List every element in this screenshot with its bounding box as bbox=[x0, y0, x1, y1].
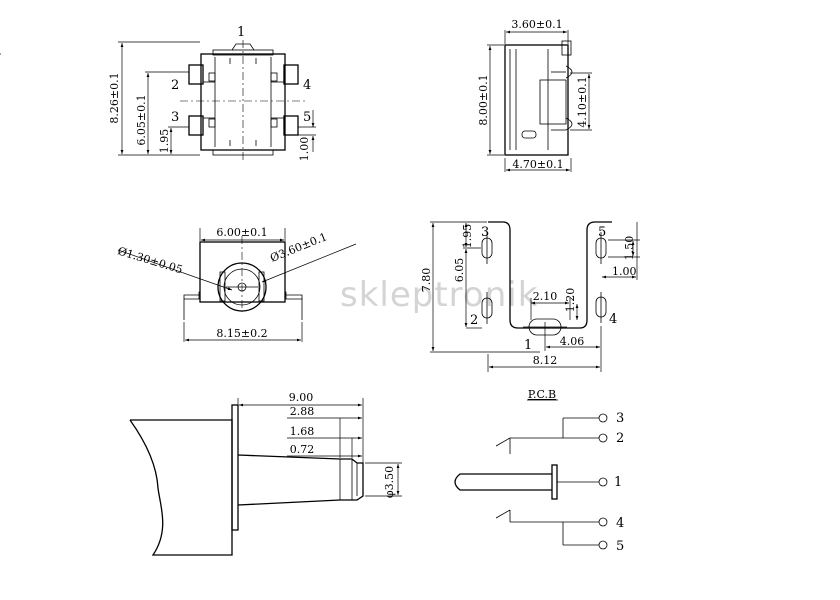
pcb-top-offset-dimension: 1.95 bbox=[461, 224, 474, 249]
top-view-pin-4-label: 4 bbox=[303, 78, 311, 93]
pcb-footprint-view: 7.80 6.05 1.95 2.10 1.20 4.06 8.12 1.50 … bbox=[420, 221, 640, 372]
pcb-pin-2-label: 2 bbox=[470, 313, 478, 328]
top-view-pin-width-dimension: 1.00 bbox=[298, 137, 311, 162]
side-view-height-dimension: 8.00±0.1 bbox=[477, 74, 490, 125]
pcb-pin-1-label: 1 bbox=[524, 338, 532, 353]
side-view-pin-dimension: 4.10±0.1 bbox=[576, 76, 589, 127]
plug-segment-3-dimension: 0.72 bbox=[290, 443, 315, 456]
top-view-pin-offset-dimension: 1.95 bbox=[158, 129, 171, 154]
pcb-center-pad-height-dimension: 1.20 bbox=[564, 288, 577, 313]
top-view-pin-2-label: 2 bbox=[171, 78, 179, 93]
plug-length-dimension: 9.00 bbox=[289, 391, 314, 404]
front-view-overall-width-dimension: 8.15±0.2 bbox=[216, 327, 267, 340]
pcb-right-offset-dimension: 1.00 bbox=[612, 265, 637, 278]
schematic-view: P.C.B 3 2 1 4 5 bbox=[454, 388, 624, 554]
plug-diameter-dimension: φ3.50 bbox=[383, 466, 396, 498]
pcb-pin-5-label: 5 bbox=[598, 225, 606, 240]
pcb-center-pad-offset-dimension: 4.06 bbox=[560, 335, 585, 348]
plug-profile-view: 9.00 2.88 1.68 0.72 φ3.50 bbox=[129, 391, 402, 556]
top-view-pin-3-label: 3 bbox=[171, 110, 179, 125]
top-view: 8.26±0.1 6.05±0.1 1.95 1.00 1 2 3 4 5 bbox=[0, 25, 316, 161]
pcb-pad-height-dimension: 1.50 bbox=[623, 236, 636, 261]
watermark-text: skleptronik bbox=[340, 275, 538, 315]
front-view-bore-diameter-label: Ø3.60±0.1 bbox=[268, 230, 329, 265]
pcb-overall-height-dimension: 7.80 bbox=[420, 268, 433, 293]
side-view-width-dimension: 4.70±0.1 bbox=[512, 158, 563, 171]
top-view-pin-5-label: 5 bbox=[303, 110, 311, 125]
schematic-pin-2-label: 2 bbox=[616, 431, 624, 446]
plug-segment-2-dimension: 1.68 bbox=[290, 425, 315, 438]
pcb-pin-3-label: 3 bbox=[481, 225, 489, 240]
plug-segment-1-dimension: 2.88 bbox=[290, 405, 315, 418]
top-view-pin-1-label: 1 bbox=[237, 25, 245, 40]
pcb-center-pad-width-dimension: 2.10 bbox=[533, 290, 558, 303]
schematic-pin-3-label: 3 bbox=[616, 411, 624, 426]
pcb-overall-width-dimension: 8.12 bbox=[533, 354, 558, 367]
pcb-pin-4-label: 4 bbox=[609, 312, 617, 327]
side-view-depth-dimension: 3.60±0.1 bbox=[511, 18, 562, 31]
schematic-pin-1-label: 1 bbox=[614, 475, 622, 490]
schematic-pin-4-label: 4 bbox=[616, 516, 624, 531]
front-view-body-width-dimension: 6.00±0.1 bbox=[216, 226, 267, 239]
top-view-pin-span-dimension: 6.05±0.1 bbox=[135, 94, 148, 145]
front-view-hole-diameter-label: Ø1.30±0.05 bbox=[116, 244, 184, 276]
schematic-pin-5-label: 5 bbox=[616, 539, 624, 554]
top-view-height-dimension: 8.26±0.1 bbox=[108, 72, 121, 123]
schematic-title: P.C.B bbox=[528, 388, 556, 401]
side-view: 3.60±0.1 8.00±0.1 4.70±0.1 4.10±0.1 bbox=[477, 18, 592, 172]
pcb-pin-span-dimension: 6.05 bbox=[453, 258, 466, 283]
front-view: 6.00±0.1 8.15±0.2 Ø1.30±0.05 Ø3.60±0.1 bbox=[116, 226, 357, 342]
